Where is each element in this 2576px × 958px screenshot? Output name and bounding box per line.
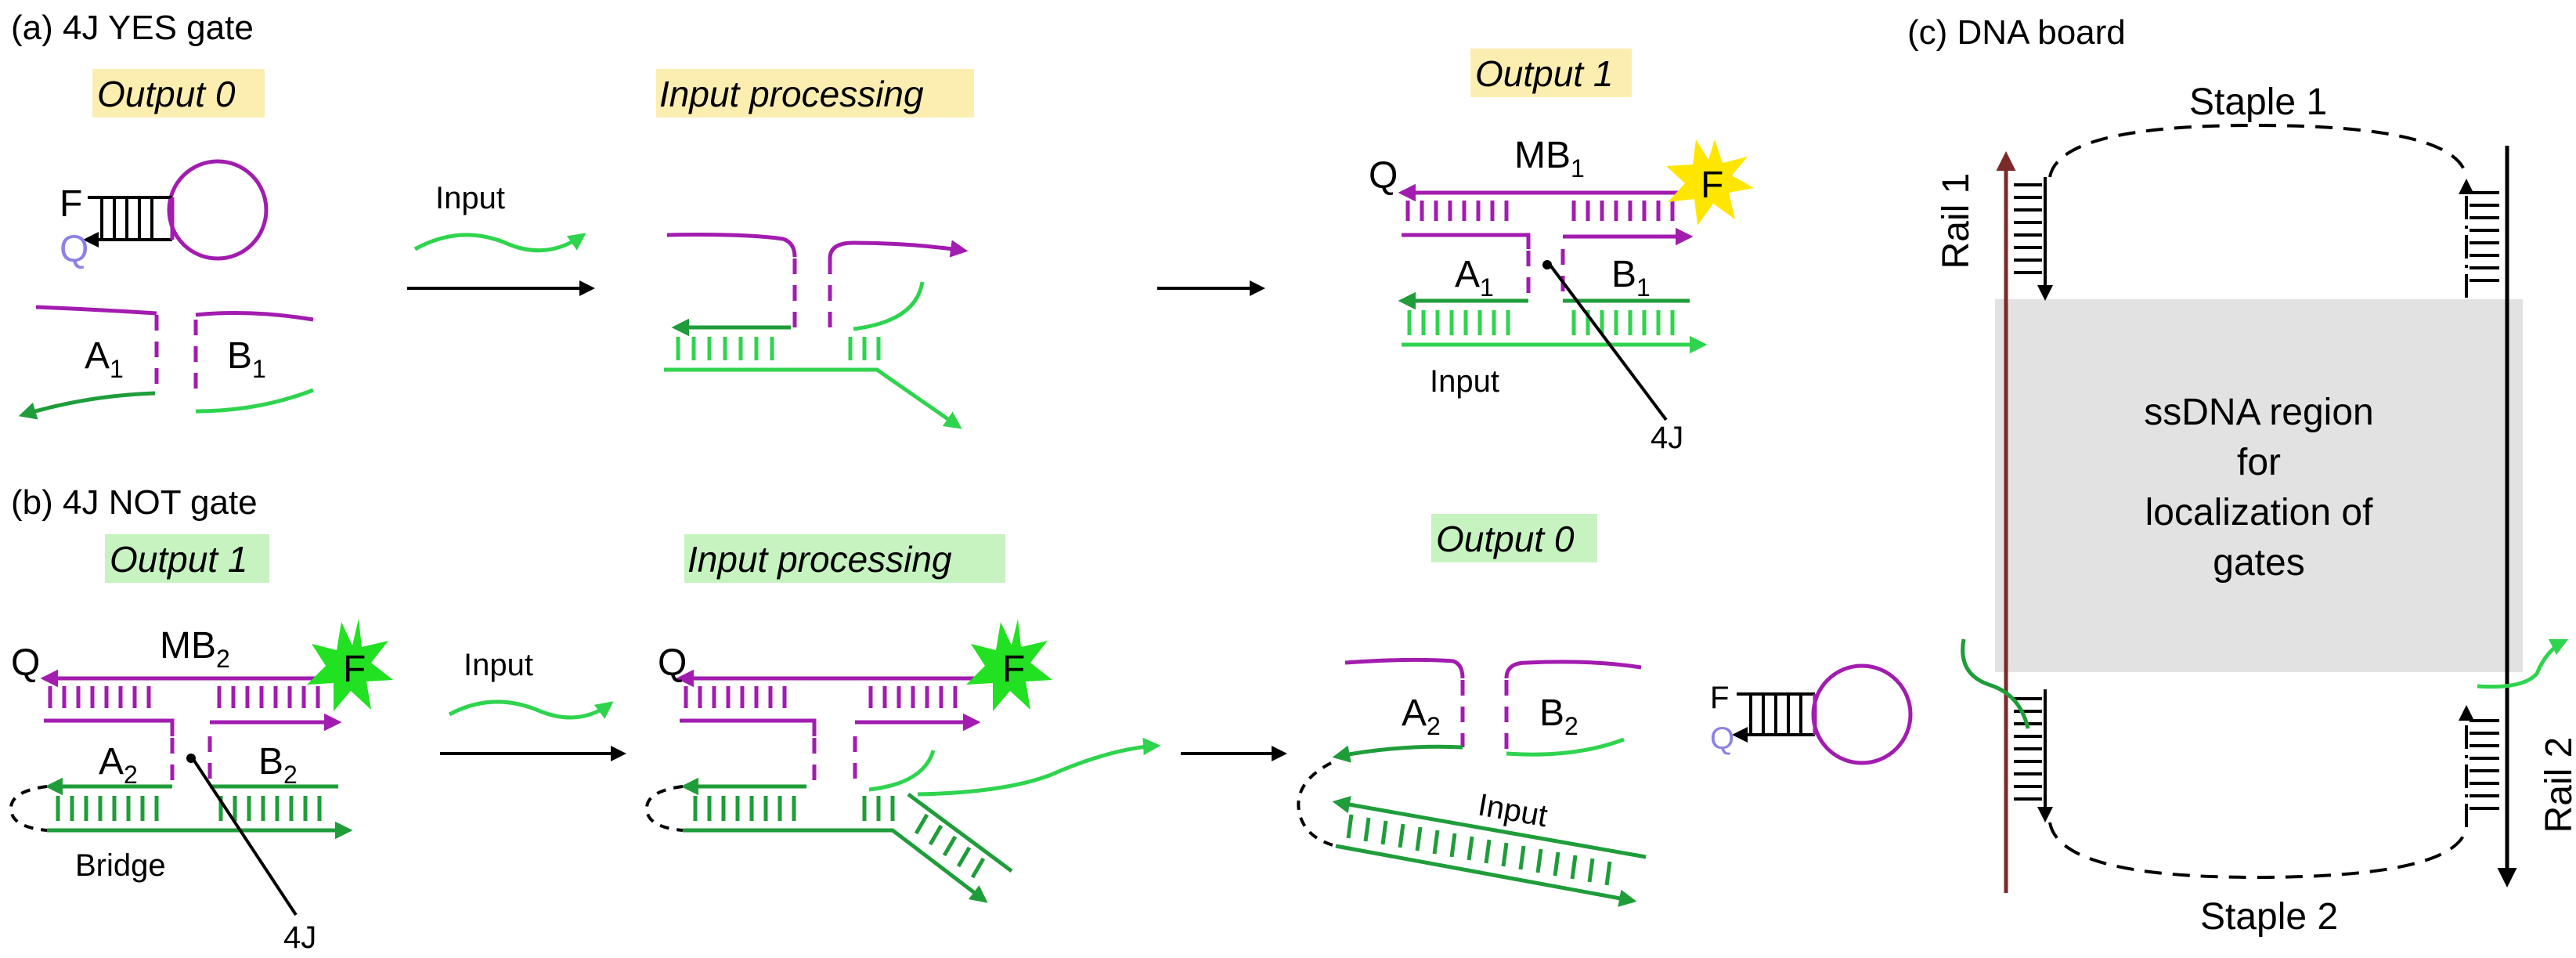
rail2-label: Rail 2 bbox=[2538, 737, 2576, 833]
beacon-hairpin-a: F Q bbox=[60, 159, 269, 270]
label-a1-out: A1 bbox=[1455, 254, 1494, 302]
processing-complex-a bbox=[664, 233, 969, 429]
processing-highlight-a bbox=[656, 69, 974, 117]
label-a2-out: A2 bbox=[1402, 692, 1441, 740]
input-strand-b bbox=[448, 700, 614, 720]
panel-a-output0-label: Output 0 bbox=[97, 74, 236, 114]
region-line-1: ssDNA region bbox=[2144, 392, 2373, 433]
label-mb2: MB2 bbox=[160, 625, 230, 673]
staple1 bbox=[2048, 123, 2468, 178]
extension-strand-left bbox=[1961, 638, 2030, 729]
fluorophore-label: F bbox=[60, 183, 82, 225]
quencher-label-b2: Q bbox=[658, 642, 687, 684]
label-a1: A1 bbox=[85, 335, 124, 383]
quencher-label-b1: Q bbox=[11, 642, 40, 684]
output1-complex-a: F Q MB1 A1 B1 Input 4J bbox=[1369, 135, 1754, 455]
label-b2-out: B2 bbox=[1539, 692, 1578, 740]
output0-highlight-b bbox=[1431, 514, 1597, 562]
panel-a-processing-label: Input processing bbox=[659, 74, 924, 114]
strands-a1-b1: A1 B1 bbox=[18, 305, 314, 420]
panel-b-output1-label: Output 1 bbox=[110, 539, 247, 580]
fluorophore-label-b-out: F bbox=[1710, 681, 1729, 715]
rail1-label: Rail 1 bbox=[1936, 173, 1977, 269]
panel-a-title: (a) 4J YES gate bbox=[11, 9, 254, 47]
quencher-label-b-out: Q bbox=[1710, 721, 1734, 756]
label-4j-b: 4J bbox=[283, 920, 316, 955]
label-mb1: MB1 bbox=[1514, 135, 1585, 183]
fluorophore-star-green-b1 bbox=[307, 619, 393, 711]
output0-complex-b: A2 B2 Input bbox=[1297, 657, 1913, 907]
panel-a-output1-label: Output 1 bbox=[1475, 53, 1613, 94]
output1-highlight-b bbox=[105, 534, 269, 583]
input-strand-a bbox=[413, 233, 586, 253]
quencher-label: Q bbox=[60, 229, 88, 270]
output0-highlight bbox=[92, 69, 265, 117]
ssdna-region bbox=[1995, 299, 2523, 672]
label-b2-b1: B2 bbox=[258, 741, 298, 789]
region-line-4: gates bbox=[2213, 542, 2304, 584]
label-a2-b1: A2 bbox=[99, 741, 138, 789]
staple1-label: Staple 1 bbox=[2189, 81, 2327, 123]
fluorophore-star-yellow bbox=[1666, 139, 1754, 226]
region-line-3: localization of bbox=[2145, 492, 2374, 533]
quencher-label-a-out: Q bbox=[1369, 155, 1398, 197]
input-label-b-out: Input bbox=[1475, 788, 1550, 834]
label-bridge: Bridge bbox=[75, 848, 166, 883]
fluorophore-star-green-b2 bbox=[966, 619, 1052, 711]
fluorophore-label-b2: F bbox=[1002, 649, 1025, 690]
output1-highlight-a bbox=[1470, 49, 1632, 97]
region-line-2: for bbox=[2237, 442, 2281, 483]
input-label-a-out: Input bbox=[1430, 364, 1499, 399]
input-label-a: Input bbox=[435, 181, 505, 215]
label-4j-a: 4J bbox=[1651, 421, 1683, 455]
panel-c: (c) DNA board Staple 1 Staple 2 ssDNA re… bbox=[1907, 13, 2576, 938]
panel-b-output0-label: Output 0 bbox=[1436, 519, 1575, 559]
label-b1-out: B1 bbox=[1611, 254, 1651, 302]
staple2 bbox=[2048, 822, 2468, 880]
panel-b: (b) 4J NOT gate Output 1 bbox=[9, 483, 1913, 955]
extension-strand-right bbox=[2477, 638, 2569, 689]
panel-b-title: (b) 4J NOT gate bbox=[11, 483, 258, 522]
output1-complex-b: F Q MB2 A2 B2 Bridge 4J bbox=[9, 619, 393, 955]
panel-c-title: (c) DNA board bbox=[1907, 13, 2126, 52]
label-b1: B1 bbox=[227, 335, 266, 383]
staple2-label: Staple 2 bbox=[2200, 896, 2338, 938]
input-label-b: Input bbox=[464, 648, 533, 682]
panel-b-processing-label: Input processing bbox=[687, 539, 952, 580]
fluorophore-label-b1: F bbox=[343, 649, 366, 690]
processing-highlight-b bbox=[684, 534, 1005, 583]
processing-complex-b: F Q bbox=[644, 619, 1161, 903]
panel-a: (a) 4J YES gate Output 0 F Q bbox=[11, 9, 1754, 455]
fluorophore-label-a-out: F bbox=[1701, 164, 1723, 206]
